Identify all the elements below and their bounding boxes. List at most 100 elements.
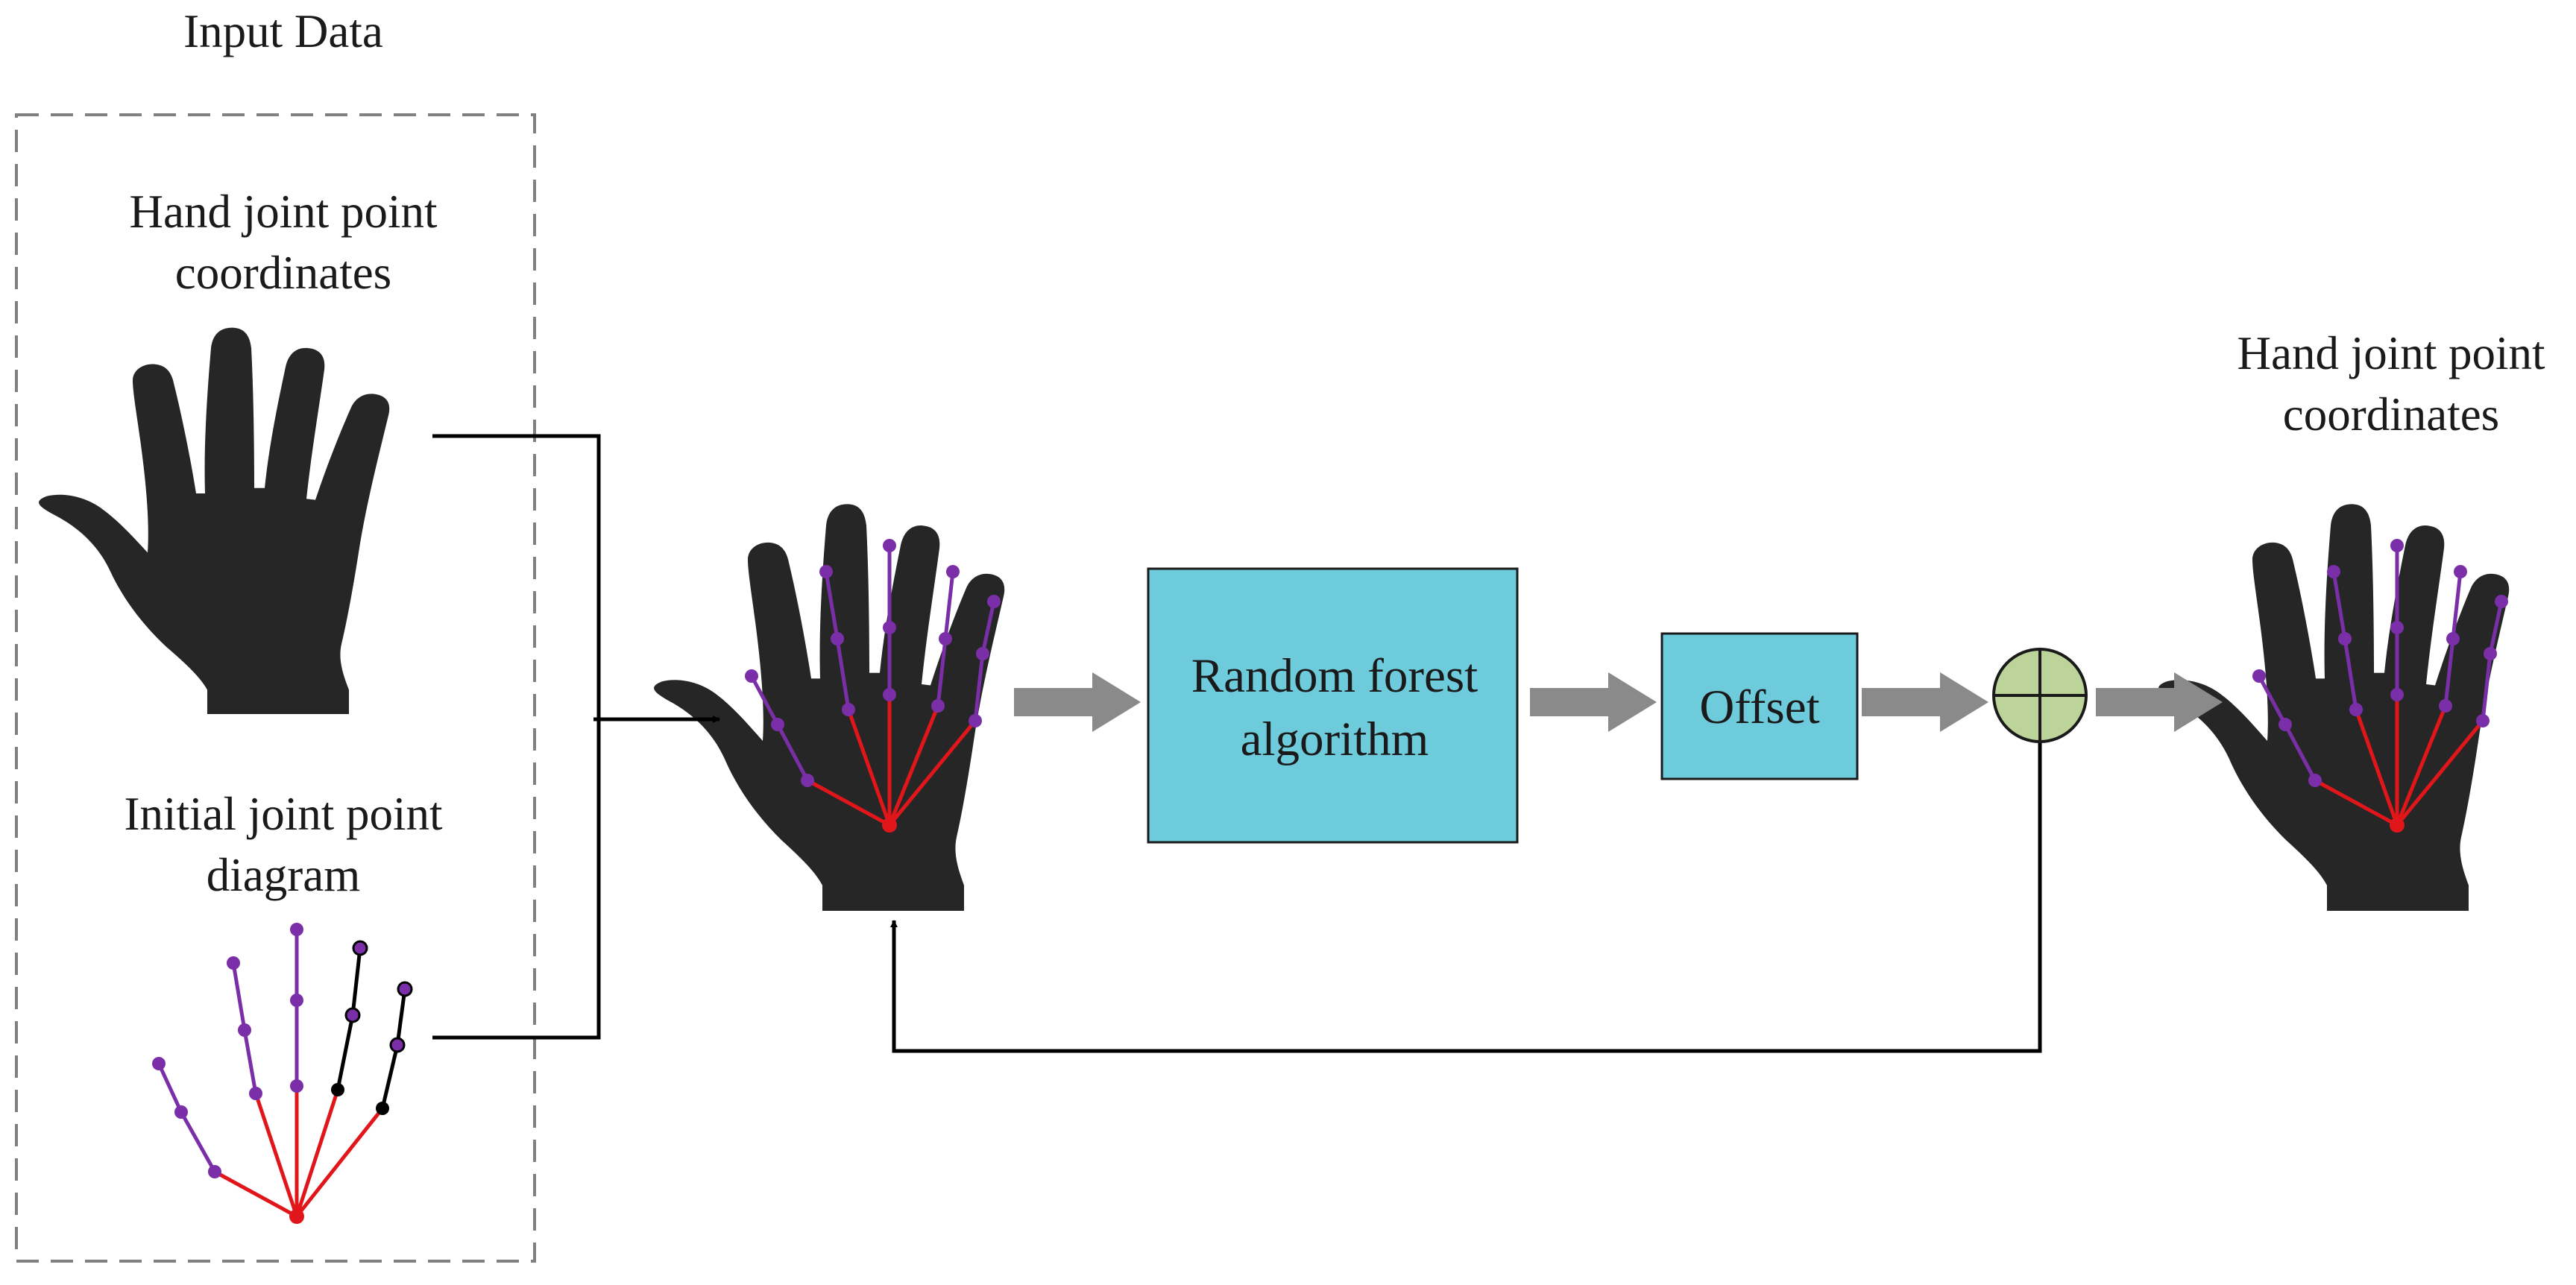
- center-hand-bone-3-0: [936, 638, 948, 707]
- input-coords-label-line1: Hand joint point: [130, 186, 438, 238]
- center-hand-joint-3-2: [946, 565, 960, 578]
- output-hand-bone-4-0: [2481, 653, 2492, 722]
- initial-diagram-bone-0-1: [157, 1062, 183, 1114]
- initial-diagram-bone-3-1: [350, 947, 362, 1016]
- output-hand-joints: [2252, 539, 2508, 833]
- initial-diagram-bone-4-1: [395, 988, 407, 1046]
- center-hand-bone-0-1: [749, 675, 780, 726]
- joint-skeleton-icon: [152, 923, 413, 1224]
- center-hand-joint-4-0: [969, 714, 982, 727]
- initial-diagram-joint-4-2: [397, 981, 413, 997]
- output-hand-bone-3-1: [2451, 571, 2463, 640]
- output-hand-palm-joint: [2390, 818, 2405, 833]
- output-hand-bone-0-1: [2257, 675, 2287, 726]
- initial-diagram-joint-4-1: [389, 1037, 406, 1053]
- output-hand-bone-1-0: [2343, 638, 2358, 710]
- initial-diagram-joint-3-1: [344, 1007, 361, 1023]
- initial-diagram-joint-2-1: [290, 994, 303, 1007]
- flow-arrow-2: [1530, 672, 1657, 732]
- center-hand-joint-3-1: [939, 632, 952, 645]
- output-label-line1: Hand joint point: [2238, 327, 2545, 379]
- center-hand-joint-2-0: [883, 688, 896, 701]
- center-hand-bone-0-base: [806, 778, 891, 827]
- output-hand-joint-4-0: [2476, 714, 2490, 727]
- center-hand-bone-3-base: [887, 705, 940, 826]
- initial-diagram-bone-4-base: [295, 1107, 384, 1218]
- output-hand-joint-2-2: [2390, 539, 2404, 552]
- initial-diagram-joint-2-2: [290, 923, 303, 936]
- center-hand-bone-4-0: [973, 653, 985, 722]
- initial-diagram-joint-1-2: [227, 956, 240, 970]
- center-hand-bone-4-base: [888, 719, 977, 827]
- output-hand-joint-4-1: [2484, 647, 2497, 660]
- center-hand-joints: [745, 539, 1001, 833]
- center-hand-joint-4-1: [976, 647, 989, 660]
- initial-diagram-bone-0-base: [213, 1169, 298, 1219]
- output-hand-joint-1-1: [2338, 632, 2352, 645]
- center-hand-bone-0-0: [775, 723, 810, 782]
- output-hand-joint-3-0: [2439, 699, 2452, 713]
- center-hand-joint-2-1: [883, 621, 896, 634]
- output-label-line2: coordinates: [2283, 388, 2499, 441]
- center-hand-bone-3-1: [943, 571, 955, 640]
- input-data-title: Input Data: [183, 5, 383, 57]
- center-hand-joint-4-2: [987, 595, 1001, 608]
- output-hand-joint-2-1: [2390, 621, 2404, 634]
- flow-arrow-1: [1014, 672, 1141, 732]
- center-hand-bone-1-base: [846, 709, 892, 826]
- output-hand-bone-4-base: [2396, 719, 2484, 827]
- initial-diagram-joint-2-0: [290, 1079, 303, 1093]
- output-hand-joint-4-2: [2495, 595, 2508, 608]
- output-hand-bone-1-1: [2331, 571, 2347, 640]
- center-hand-joint-0-2: [745, 669, 758, 683]
- flow-arrow-3: [1862, 672, 1988, 732]
- summation-circle-icon: [1992, 648, 2088, 743]
- output-hand-bone-4-1: [2488, 601, 2504, 654]
- random-forest-box: [1147, 567, 1519, 844]
- input-coords-label-line2: coordinates: [175, 247, 391, 299]
- center-hand-bone-1-1: [824, 571, 840, 640]
- center-hand-joint-1-2: [819, 565, 833, 578]
- input-merge-connector: [432, 434, 720, 1040]
- center-hand-bone-1-0: [835, 638, 851, 710]
- output-hand-joint-0-1: [2279, 718, 2292, 731]
- initial-diagram-joint-1-1: [238, 1023, 251, 1037]
- initial-diagram-bone-0-0: [179, 1111, 217, 1173]
- center-hand-joint-1-0: [842, 703, 855, 716]
- center-hand-bone-4-1: [980, 601, 996, 654]
- output-hand-joint-1-0: [2349, 703, 2363, 716]
- output-hand-bone-3-0: [2443, 638, 2455, 707]
- center-hand-joint-0-1: [771, 718, 784, 731]
- initial-diagram-joint-4-0: [376, 1102, 389, 1115]
- input-group-frame: [15, 113, 536, 1263]
- initial-diagram-palm-joint: [289, 1209, 304, 1224]
- feedback-loop-connector: [890, 739, 2042, 1053]
- initial-diagram-label-line1: Initial joint point: [125, 788, 443, 840]
- initial-diagram-joint-1-0: [249, 1087, 262, 1100]
- output-hand-joint-0-2: [2252, 669, 2266, 683]
- center-hand-joint-1-1: [831, 632, 844, 645]
- output-hand-joint-3-2: [2454, 565, 2467, 578]
- initial-diagram-joint-0-1: [174, 1105, 188, 1119]
- initial-diagram-bone-3-0: [336, 1014, 355, 1090]
- random-forest-label-line1: Random forest: [1191, 649, 1478, 703]
- initial-diagram-bone-1-base: [253, 1093, 299, 1217]
- initial-diagram-bone-3-base: [295, 1089, 340, 1217]
- initial-diagram-label-line2: diagram: [207, 849, 360, 901]
- initial-diagram-bone-4-0: [380, 1044, 400, 1109]
- output-hand-joint-0-0: [2308, 774, 2322, 787]
- initial-diagram-joint-3-2: [352, 940, 368, 956]
- center-hand-palm-joint: [882, 818, 897, 833]
- offset-box: [1660, 632, 1859, 780]
- center-hand-joint-2-2: [883, 539, 896, 552]
- flow-arrow-4: [2096, 672, 2223, 732]
- output-hand-bone-0-0: [2283, 723, 2317, 782]
- initial-diagram-joint-0-0: [208, 1165, 221, 1178]
- initial-diagram-bone-1-0: [242, 1029, 258, 1094]
- output-hand-bone-0-base: [2314, 778, 2399, 827]
- hand-silhouette-icon: [39, 327, 390, 715]
- random-forest-label-line2: algorithm: [1241, 713, 1429, 766]
- output-hand-bone-3-base: [2395, 705, 2448, 826]
